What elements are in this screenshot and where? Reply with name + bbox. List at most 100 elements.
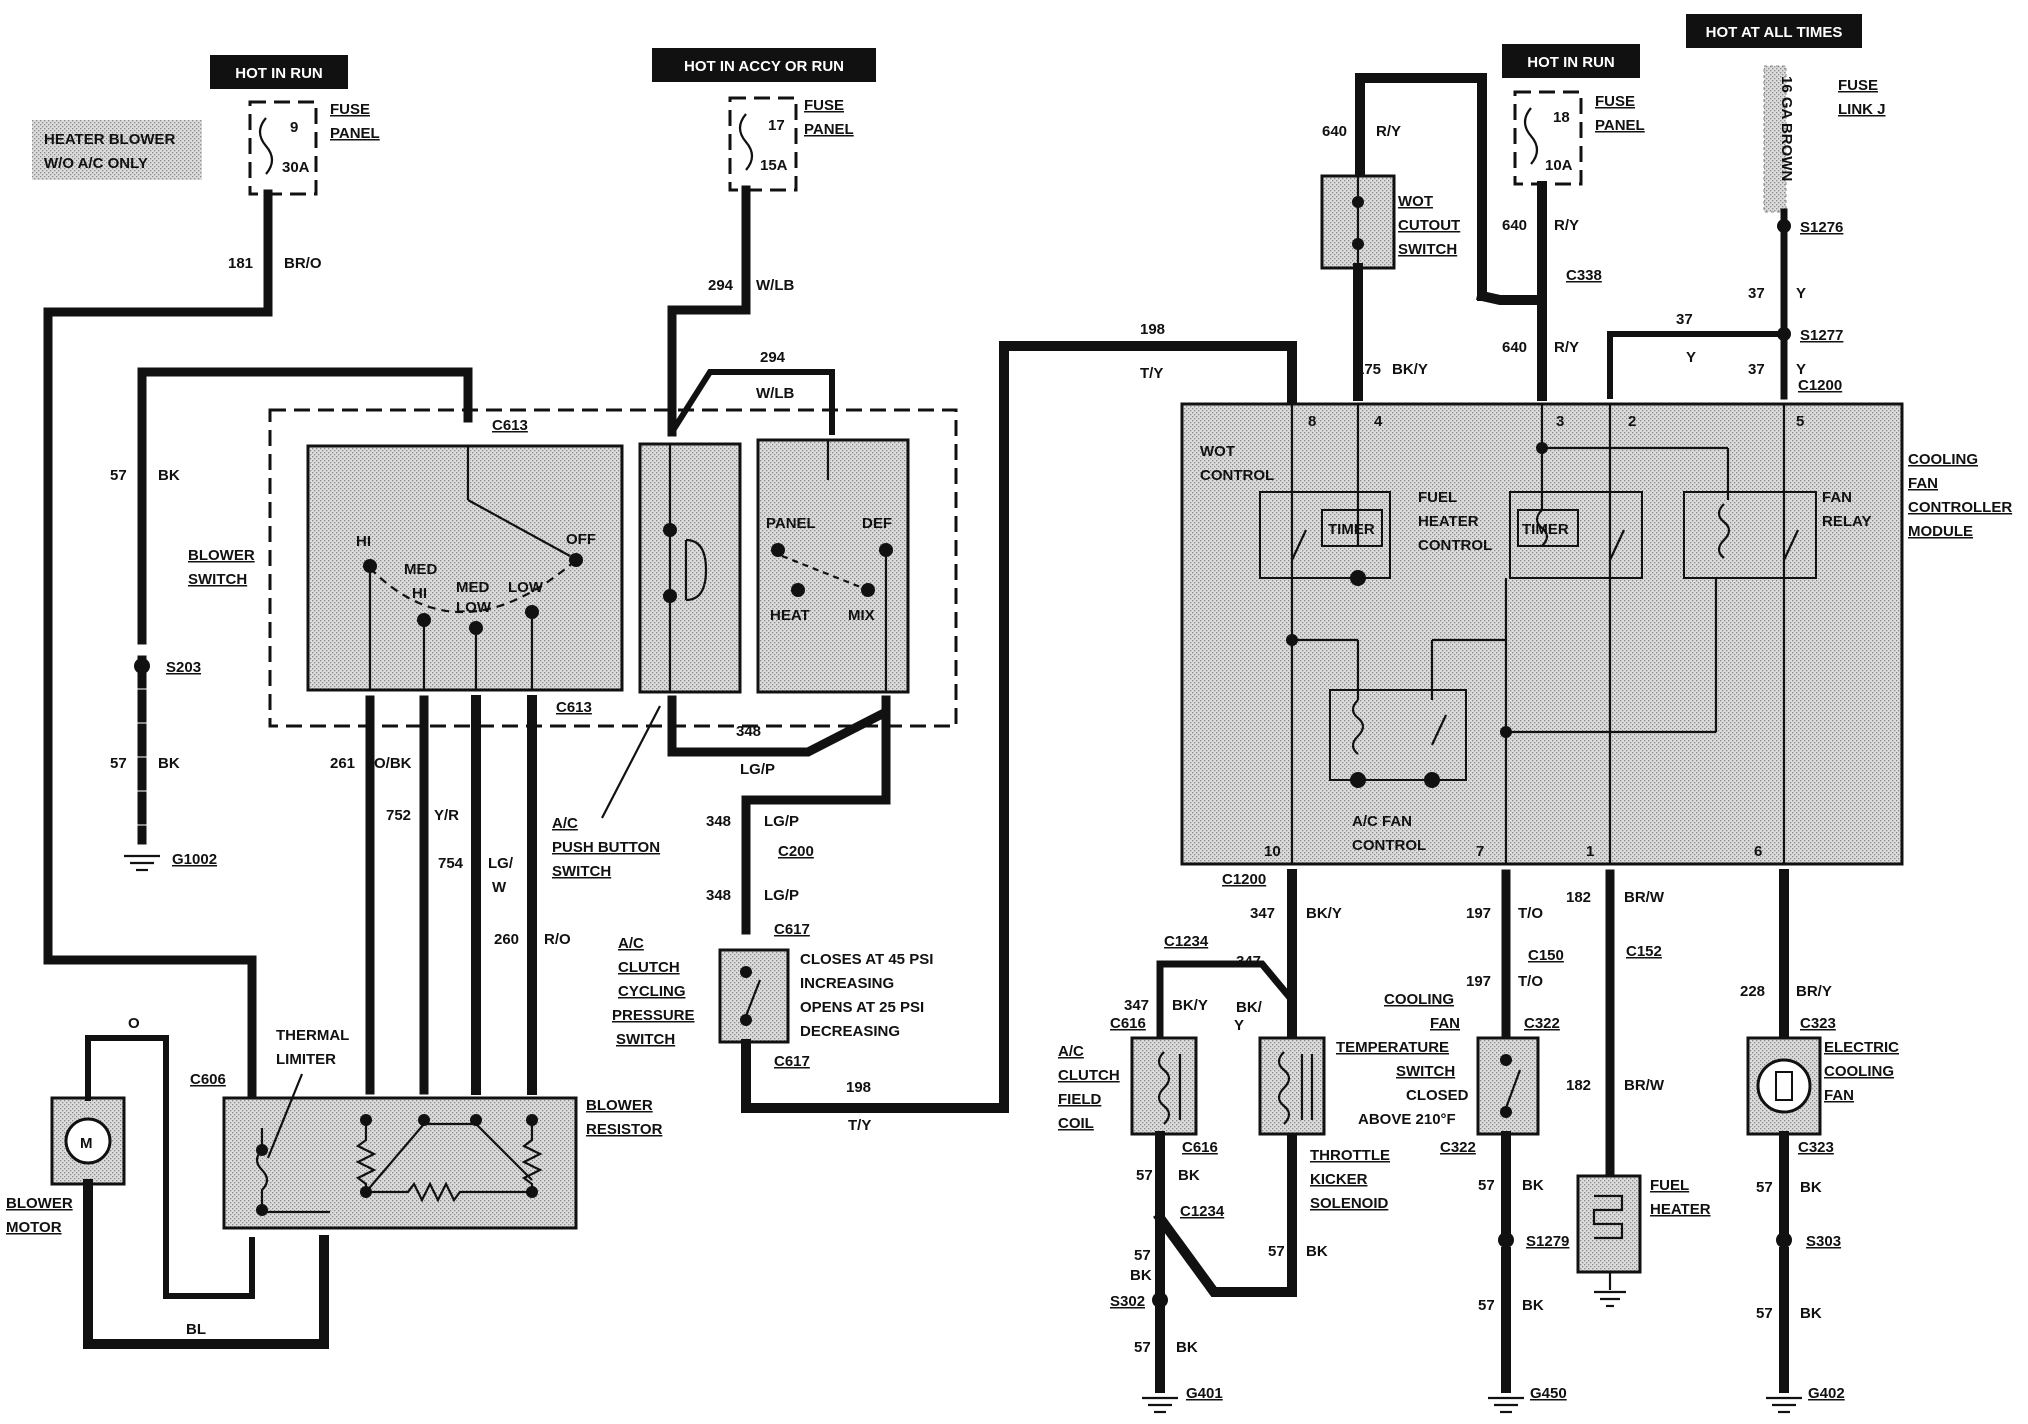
svg-text:197: 197 — [1466, 905, 1491, 922]
ac-push-button-switch[interactable] — [638, 442, 742, 694]
svg-text:C1234: C1234 — [1164, 933, 1209, 950]
svg-text:BLOWER: BLOWER — [188, 547, 255, 564]
fuse-17: 17 15A FUSE PANEL — [728, 96, 854, 192]
svg-text:C323: C323 — [1798, 1139, 1834, 1156]
svg-text:8: 8 — [1308, 413, 1316, 430]
ground-g402 — [1766, 1396, 1802, 1414]
svg-text:R/Y: R/Y — [1554, 339, 1579, 356]
svg-text:C613: C613 — [556, 699, 592, 716]
svg-text:198: 198 — [1140, 321, 1165, 338]
svg-text:260: 260 — [494, 931, 519, 948]
svg-text:PANEL: PANEL — [766, 515, 816, 532]
svg-text:C617: C617 — [774, 1053, 810, 1070]
svg-text:HOT IN RUN: HOT IN RUN — [235, 65, 323, 82]
svg-text:57: 57 — [1136, 1167, 1153, 1184]
svg-text:BK: BK — [1522, 1177, 1544, 1194]
svg-text:CYCLING: CYCLING — [618, 983, 686, 1000]
svg-text:SWITCH: SWITCH — [188, 571, 247, 588]
wot-cutout-switch — [1320, 174, 1396, 270]
svg-text:G450: G450 — [1530, 1385, 1567, 1402]
svg-text:752: 752 — [386, 807, 411, 824]
svg-text:LG/: LG/ — [488, 855, 514, 872]
svg-text:CONTROL: CONTROL — [1200, 467, 1274, 484]
svg-text:57: 57 — [1134, 1247, 1151, 1264]
svg-text:C606: C606 — [190, 1071, 226, 1088]
svg-text:LG/P: LG/P — [764, 887, 799, 904]
svg-text:C617: C617 — [774, 921, 810, 938]
svg-text:HEATER: HEATER — [1418, 513, 1479, 530]
svg-text:6: 6 — [1754, 843, 1762, 860]
svg-text:3: 3 — [1556, 413, 1564, 430]
svg-text:30A: 30A — [282, 159, 310, 176]
svg-text:PRESSURE: PRESSURE — [612, 1007, 695, 1024]
svg-text:Y: Y — [1796, 285, 1806, 302]
svg-text:FUSE: FUSE — [1595, 93, 1635, 110]
svg-text:ABOVE 210°F: ABOVE 210°F — [1358, 1111, 1456, 1128]
svg-text:RELAY: RELAY — [1822, 513, 1871, 530]
svg-text:MED: MED — [456, 579, 490, 596]
svg-text:A/C: A/C — [552, 815, 578, 832]
svg-text:294: 294 — [760, 349, 786, 366]
svg-text:S1279: S1279 — [1526, 1233, 1569, 1250]
svg-text:LG/P: LG/P — [740, 761, 775, 778]
svg-text:CLOSES AT 45 PSI: CLOSES AT 45 PSI — [800, 951, 933, 968]
svg-text:BR/Y: BR/Y — [1796, 983, 1832, 1000]
svg-text:CONTROLLER: CONTROLLER — [1908, 499, 2012, 516]
svg-text:57: 57 — [1756, 1179, 1773, 1196]
svg-text:10A: 10A — [1545, 157, 1573, 174]
svg-text:PANEL: PANEL — [1595, 117, 1645, 134]
svg-text:HI: HI — [412, 585, 427, 602]
mode-switch[interactable]: PANEL DEF HEAT MIX — [756, 438, 910, 694]
svg-text:G402: G402 — [1808, 1385, 1845, 1402]
svg-text:G1002: G1002 — [172, 851, 217, 868]
svg-text:348: 348 — [736, 723, 761, 740]
ground-g401 — [1142, 1396, 1178, 1414]
svg-text:S1276: S1276 — [1800, 219, 1843, 236]
svg-text:HEATER BLOWER: HEATER BLOWER — [44, 131, 176, 148]
svg-text:COOLING: COOLING — [1908, 451, 1978, 468]
svg-text:FUSE: FUSE — [330, 101, 370, 118]
svg-text:MED: MED — [404, 561, 438, 578]
svg-text:THERMAL: THERMAL — [276, 1027, 349, 1044]
svg-text:BK/Y: BK/Y — [1172, 997, 1208, 1014]
svg-text:BK: BK — [1176, 1339, 1198, 1356]
svg-text:BK: BK — [1800, 1179, 1822, 1196]
svg-text:TEMPERATURE: TEMPERATURE — [1336, 1039, 1449, 1056]
svg-text:57: 57 — [1134, 1339, 1151, 1356]
svg-text:DECREASING: DECREASING — [800, 1023, 900, 1040]
svg-text:348: 348 — [706, 887, 731, 904]
svg-text:BK/: BK/ — [1236, 999, 1263, 1016]
blower-motor: M — [50, 1096, 126, 1186]
svg-text:BLOWER: BLOWER — [6, 1195, 73, 1212]
svg-text:C616: C616 — [1182, 1139, 1218, 1156]
svg-text:HEATER: HEATER — [1650, 1201, 1711, 1218]
svg-text:T/O: T/O — [1518, 973, 1543, 990]
svg-text:R/Y: R/Y — [1554, 217, 1579, 234]
blower-switch[interactable]: HI MED HI MED LOW LOW OFF — [306, 444, 624, 692]
svg-text:W: W — [492, 879, 507, 896]
fuse-9: 9 30A FUSE PANEL — [248, 100, 380, 196]
svg-text:BK: BK — [158, 467, 180, 484]
svg-text:HI: HI — [356, 533, 371, 550]
svg-text:O: O — [128, 1015, 140, 1032]
svg-text:S302: S302 — [1110, 1293, 1145, 1310]
svg-text:Y/R: Y/R — [434, 807, 459, 824]
svg-text:17: 17 — [768, 117, 785, 134]
svg-text:W/LB: W/LB — [756, 277, 794, 294]
svg-text:9: 9 — [290, 119, 298, 136]
svg-text:37: 37 — [1748, 285, 1765, 302]
splice-s1279 — [1498, 1232, 1514, 1248]
svg-text:175: 175 — [1356, 361, 1381, 378]
svg-text:A/C FAN: A/C FAN — [1352, 813, 1412, 830]
svg-text:SWITCH: SWITCH — [552, 863, 611, 880]
svg-text:T/Y: T/Y — [848, 1117, 871, 1134]
svg-text:LG/P: LG/P — [764, 813, 799, 830]
svg-text:HEAT: HEAT — [770, 607, 810, 624]
ground-g450 — [1488, 1396, 1524, 1414]
svg-text:181: 181 — [228, 255, 253, 272]
svg-text:T/O: T/O — [1518, 905, 1543, 922]
svg-text:BLOWER: BLOWER — [586, 1097, 653, 1114]
svg-text:C322: C322 — [1524, 1015, 1560, 1032]
svg-text:CUTOUT: CUTOUT — [1398, 217, 1460, 234]
svg-text:4: 4 — [1374, 413, 1383, 430]
